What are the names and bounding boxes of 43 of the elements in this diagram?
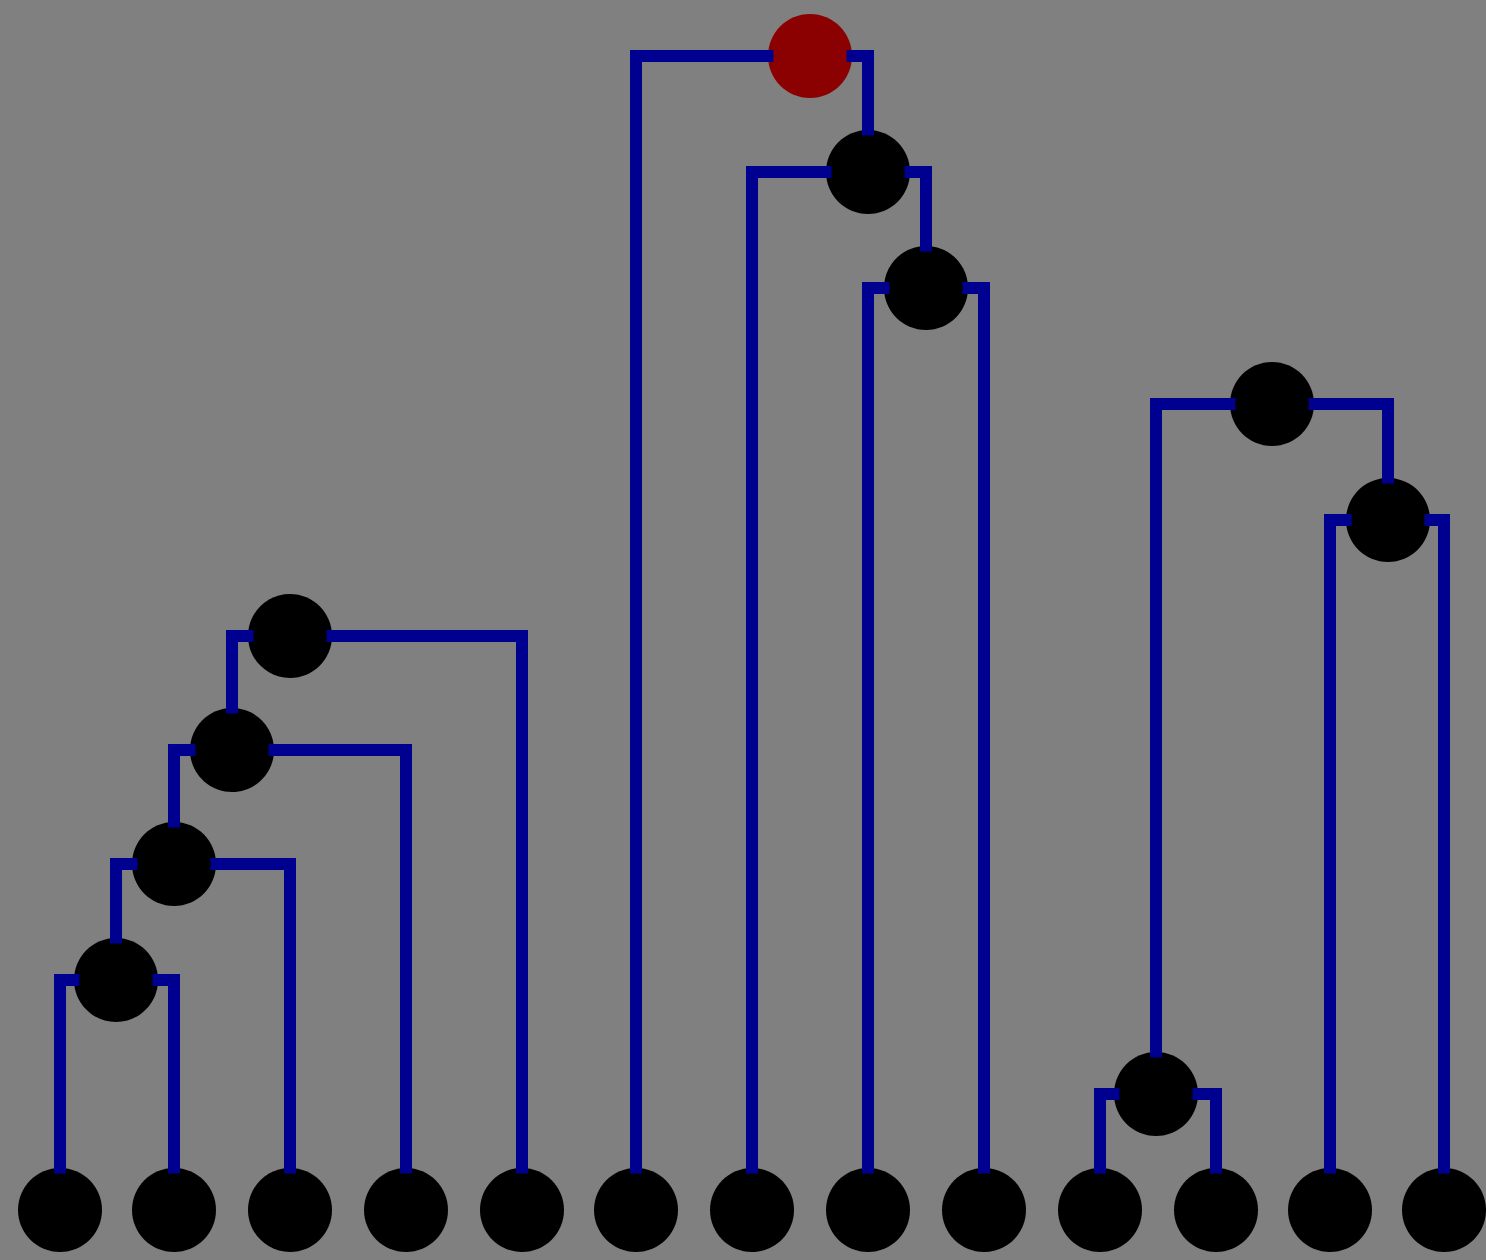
tree-node (1346, 478, 1430, 562)
tree-node (364, 1168, 448, 1252)
tree-branch (326, 630, 528, 1174)
tree-branch (226, 630, 254, 714)
tree-node (248, 1168, 332, 1252)
tree-node (594, 1168, 678, 1252)
tree-node (132, 1168, 216, 1252)
tree-branch (1192, 1088, 1222, 1174)
tree-node (190, 708, 274, 792)
tree-branch (268, 744, 412, 1174)
tree-node (710, 1168, 794, 1252)
tree-branch (1324, 514, 1352, 1174)
tree-branch (1308, 398, 1394, 484)
tree-branch (54, 974, 80, 1174)
tree-node (1174, 1168, 1258, 1252)
tree-node (1058, 1168, 1142, 1252)
tree-branch (210, 858, 296, 1174)
tree-node (826, 130, 910, 214)
tree-node (1288, 1168, 1372, 1252)
tree-node (884, 246, 968, 330)
tree-branch (152, 974, 180, 1174)
tree-node (1114, 1052, 1198, 1136)
tree-branch (168, 744, 196, 828)
tree-node (248, 594, 332, 678)
tree-branch (846, 50, 874, 136)
tree-node (826, 1168, 910, 1252)
tree-node (480, 1168, 564, 1252)
tree-branch (962, 282, 990, 1174)
tree-node (1402, 1168, 1486, 1252)
tree-node (18, 1168, 102, 1252)
tree-branch (1150, 398, 1236, 1058)
tree-node (1230, 362, 1314, 446)
tree-branch (904, 166, 932, 252)
tree-branch (862, 282, 890, 1174)
tree-branch (1094, 1088, 1120, 1174)
tree-node (942, 1168, 1026, 1252)
tree-branch (1424, 514, 1450, 1174)
tree-node (132, 822, 216, 906)
tree-node (768, 14, 852, 98)
tree-branch (746, 166, 832, 1174)
tree-branch (630, 50, 774, 1174)
tree-branch (110, 858, 138, 944)
tree-node (74, 938, 158, 1022)
